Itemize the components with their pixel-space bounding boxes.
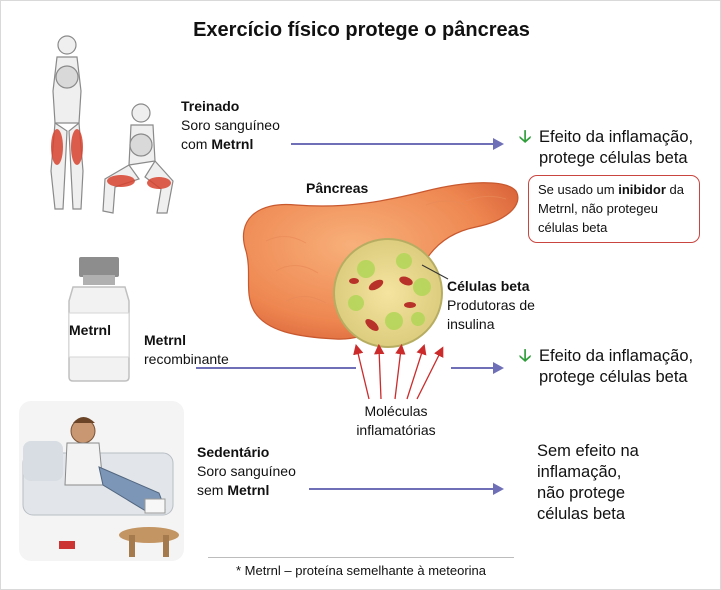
vial-illustration [68,257,130,382]
sedentary-metrnl: Metrnl [227,482,270,498]
recombinant-arrow-left [196,367,356,369]
pancreas-illustration [242,182,519,348]
footnote: * Metrnl – proteína semelhante à meteori… [235,563,487,578]
sedentary-arrow [309,488,495,490]
sedentary-serum-line: Soro sanguíneo [197,463,296,479]
inhibitor-note-bold: inibidor [618,182,666,197]
pancreas-label: Pâncreas [306,180,369,196]
inhibitor-note-line2: Metrnl, não protegeu [538,201,658,216]
sedentary-arrow-head [493,483,504,495]
beta-cells-heading: Células beta [447,278,530,294]
sedentary-effect-line2: inflamação, [537,463,622,481]
vial-label: Metrnl [69,322,111,338]
inhibitor-note-line3: células beta [538,220,608,235]
inhibitor-note-suffix: da [665,182,684,197]
inflammatory-line2: inflamatórias [356,422,436,438]
trained-effect-line1: Efeito da inflamação, [539,128,694,146]
inflammatory-arrows [353,343,444,400]
athlete-illustration [50,35,174,214]
recombinant-line1: recombinante [144,351,229,367]
page-title: Exercício físico protege o pâncreas [193,19,530,41]
sedentary-effect-line4: células beta [537,505,626,523]
sedentary-heading: Sedentário [197,444,270,460]
inhibitor-note: Se usado um inibidor da Metrnl, não prot… [528,175,700,243]
trained-arrow [291,143,495,145]
trained-metrnl: Metrnl [211,136,254,152]
inhibitor-note-prefix: Se usado um [538,182,619,197]
beta-cells-line1: Produtoras de [447,297,535,313]
recombinant-arrow-right [451,367,495,369]
sedentary-without-prefix: sem [197,482,228,498]
trained-serum-line: Soro sanguíneo [181,117,280,133]
trained-effect-line2: protege células beta [539,149,688,167]
beta-cells-line2: insulina [447,316,495,332]
decrease-arrow-icon: 🡣 [519,346,532,365]
trained-arrow-head [493,138,504,150]
sedentary-effect-line1: Sem efeito na [537,442,639,460]
sedentary-illustration [19,401,184,561]
trained-heading: Treinado [181,98,240,114]
sedentary-effect-line3: não protege [537,484,626,502]
footer-divider [208,557,514,558]
recombinant-arrow-head [493,362,504,374]
decrease-arrow-icon: 🡣 [519,127,532,146]
inflammatory-line1: Moléculas [364,403,428,419]
recombinant-effect-line2: protege células beta [539,368,688,386]
recombinant-effect-line1: Efeito da inflamação, [539,347,694,365]
recombinant-heading: Metrnl [144,332,186,348]
trained-with-prefix: com [181,136,212,152]
